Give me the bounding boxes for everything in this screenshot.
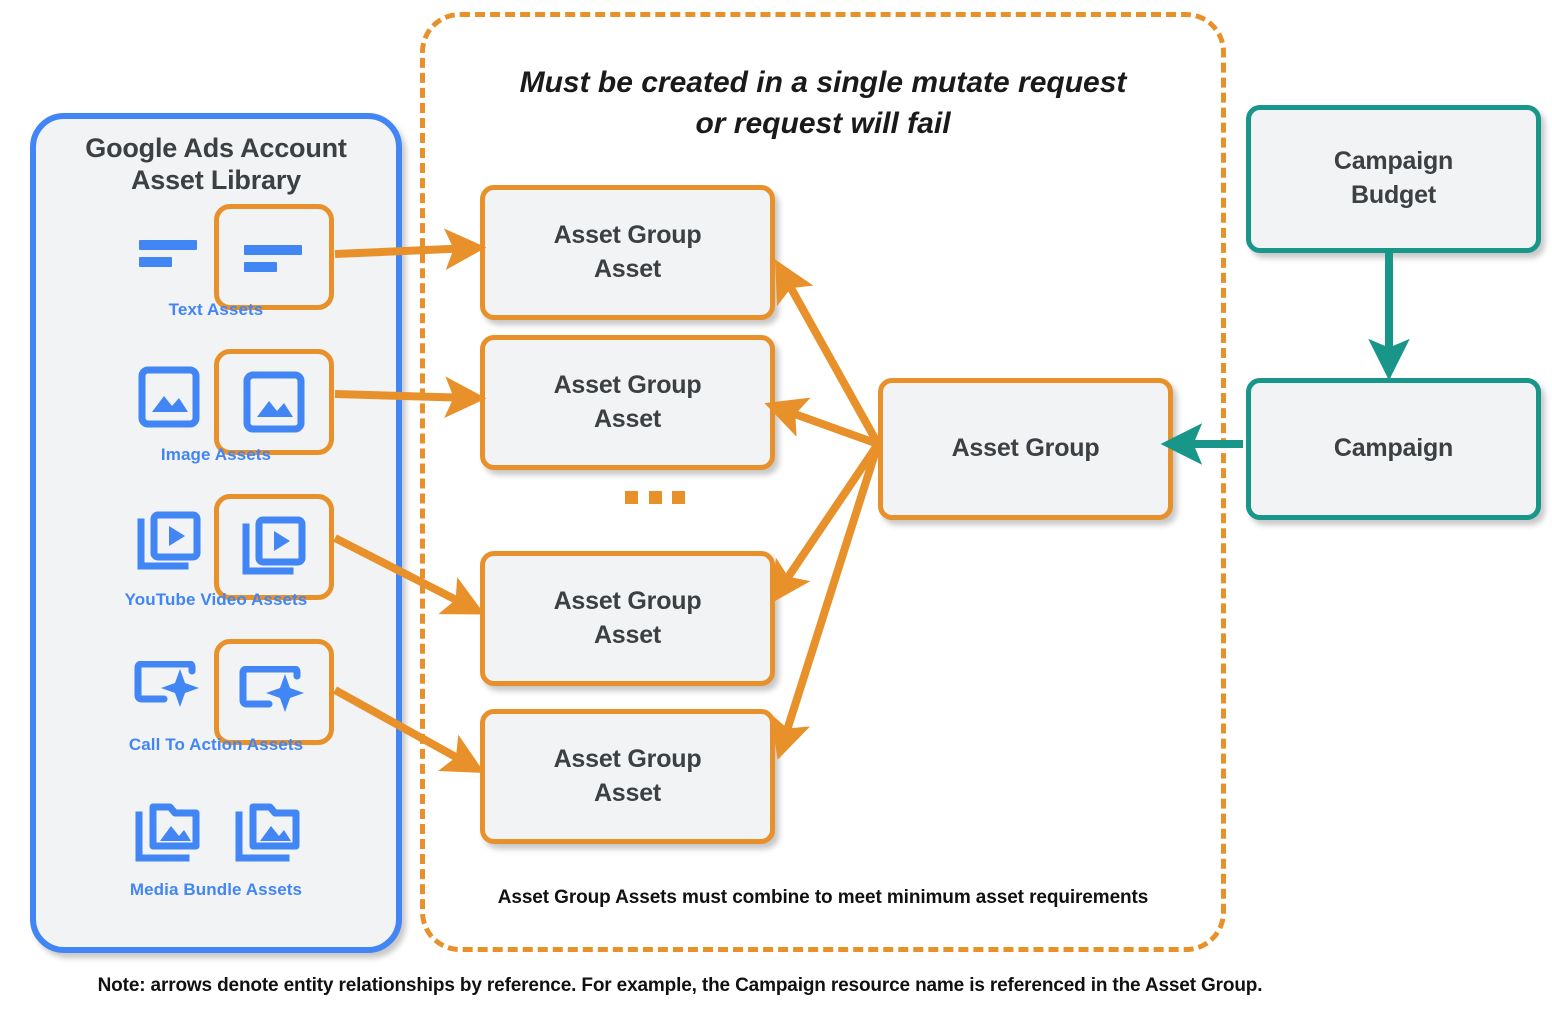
asset-icon-pair-call-to-action xyxy=(36,639,396,745)
asset-icon-pair-youtube-video xyxy=(36,494,396,600)
asset-group-node[interactable]: Asset Group xyxy=(878,378,1173,520)
asset-caption-youtube-video: YouTube Video Assets xyxy=(124,590,308,609)
node-label-line1: Asset Group xyxy=(553,586,702,615)
mutate-container-footnote: Asset Group Assets must combine to meet … xyxy=(497,887,1149,908)
node-label-line1: Asset Group xyxy=(553,370,702,399)
node-label-line2: Asset xyxy=(593,254,662,283)
mutate-title-line1: Must be created in a single mutate reque… xyxy=(519,66,1127,99)
asset-row-image: Image Assets xyxy=(36,349,396,479)
asset-icon-pair-image xyxy=(36,349,396,455)
ellipsis-indicator xyxy=(625,490,685,504)
campaign-budget-node[interactable]: Campaign Budget xyxy=(1246,105,1541,253)
asset-row-youtube-video: YouTube Video Assets xyxy=(36,494,396,624)
node-label-line2: Budget xyxy=(1351,181,1436,209)
asset-row-media-bundle: Media Bundle Assets xyxy=(36,784,396,914)
image-icon xyxy=(114,349,224,445)
node-label-line1: Campaign xyxy=(1333,147,1454,176)
call-to-action-icon-highlighted[interactable] xyxy=(214,639,334,745)
asset-row-text: Text Assets xyxy=(36,204,396,334)
video-stack-icon xyxy=(114,494,224,590)
asset-library-title-line2: Asset Library xyxy=(131,164,301,195)
node-label: Asset Group xyxy=(951,434,1100,463)
mutate-container-title: Must be created in a single mutate reque… xyxy=(455,62,1191,144)
media-bundle-folder-icon xyxy=(114,784,224,880)
asset-group-asset-node-1[interactable]: Asset Group Asset xyxy=(480,185,775,320)
image-icon-highlighted[interactable] xyxy=(214,349,334,455)
asset-group-asset-node-4[interactable]: Asset Group Asset xyxy=(480,709,775,844)
asset-icon-pair-media-bundle xyxy=(36,784,396,880)
ellipsis-dot xyxy=(648,490,662,504)
text-lines-icon-highlighted[interactable] xyxy=(214,204,334,310)
media-bundle-folder-icon-secondary xyxy=(214,784,324,880)
node-label-line1: Asset Group xyxy=(553,744,702,773)
node-label-line2: Asset xyxy=(593,620,662,649)
asset-caption-call-to-action: Call To Action Assets xyxy=(128,735,304,754)
node-label-line2: Asset xyxy=(593,404,662,433)
node-label: Campaign xyxy=(1333,434,1454,463)
video-stack-icon-highlighted[interactable] xyxy=(214,494,334,600)
asset-caption-text: Text Assets xyxy=(168,300,264,319)
node-label-line2: Asset xyxy=(593,778,662,807)
asset-library-title-line1: Google Ads Account xyxy=(85,133,347,163)
asset-group-asset-node-3[interactable]: Asset Group Asset xyxy=(480,551,775,686)
ellipsis-dot xyxy=(625,490,638,504)
diagram-note: Note: arrows denote entity relationships… xyxy=(97,975,1263,996)
campaign-node[interactable]: Campaign xyxy=(1246,378,1541,520)
asset-caption-image: Image Assets xyxy=(160,445,272,464)
asset-row-call-to-action: Call To Action Assets xyxy=(36,639,396,769)
node-label-line1: Asset Group xyxy=(553,220,702,249)
asset-group-asset-node-2[interactable]: Asset Group Asset xyxy=(480,335,775,470)
asset-caption-media-bundle: Media Bundle Assets xyxy=(129,880,303,899)
mutate-title-line2: or request will fail xyxy=(695,107,951,141)
asset-library-title: Google Ads Account Asset Library xyxy=(36,133,396,197)
ellipsis-dot xyxy=(672,490,685,504)
call-to-action-icon xyxy=(114,639,224,735)
asset-library-panel: Google Ads Account Asset Library Text As… xyxy=(30,113,402,953)
asset-icon-pair-text xyxy=(36,204,396,310)
text-lines-icon xyxy=(114,204,224,300)
